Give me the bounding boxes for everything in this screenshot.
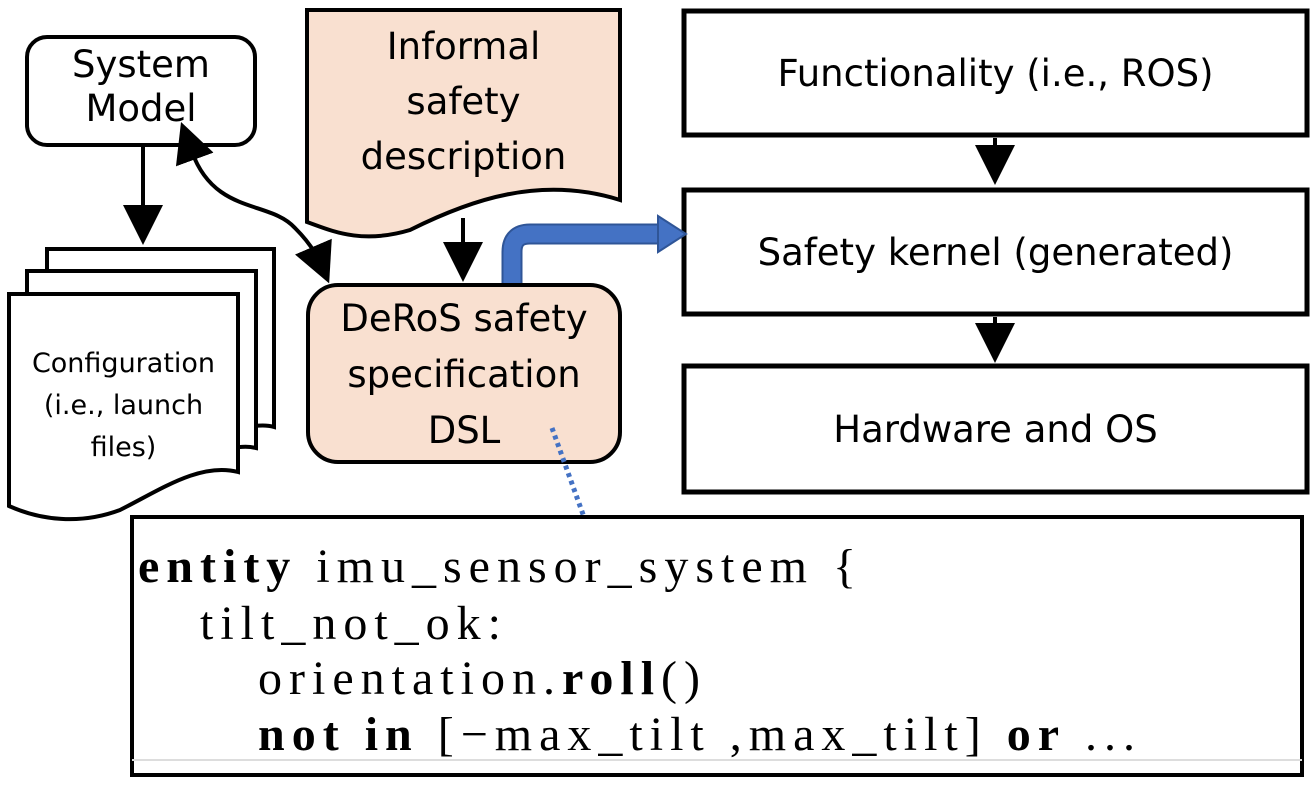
code-line-4-space <box>346 708 365 761</box>
keyword-in: in <box>364 708 419 761</box>
code-line-4-mid: [−max_tilt ,max_tilt] <box>418 708 1007 761</box>
code-line-4: not in [−max_tilt ,max_tilt] or ... <box>258 711 1142 759</box>
code-line-3-b: () <box>661 652 708 705</box>
code-line-2: tilt_not_ok: <box>200 600 508 648</box>
generate-arrow <box>501 214 688 283</box>
code-line-3: orientation.roll() <box>258 655 707 703</box>
configuration-line1: Configuration <box>31 348 216 379</box>
configuration-line2: (i.e., launch <box>43 390 204 421</box>
deros-label: DeRoS safety specification DSL <box>308 291 620 459</box>
deros-line2: specification <box>347 353 581 396</box>
keyword-entity: entity <box>138 540 298 593</box>
configuration-line3: files) <box>90 432 157 463</box>
configuration-stack <box>7 247 276 522</box>
deros-box <box>306 283 622 464</box>
arrow-model-deros-bidirectional <box>175 121 332 284</box>
code-line-4-end: ... <box>1066 708 1143 761</box>
code-line-3-a: orientation. <box>258 652 562 705</box>
code-box <box>130 515 1304 777</box>
system-model-line2: Model <box>85 87 197 131</box>
informal-label: Informal safety description <box>307 19 620 184</box>
informal-line2: safety <box>406 80 521 123</box>
informal-description-shape <box>305 8 622 239</box>
code-line-2-text: tilt_not_ok: <box>200 597 509 650</box>
safety-kernel-label: Safety kernel (generated) <box>757 231 1234 274</box>
informal-line3: description <box>360 135 567 178</box>
safety-kernel-box <box>681 187 1310 317</box>
functionality-box <box>681 8 1310 138</box>
configuration-label: Configuration (i.e., launch files) <box>9 343 238 469</box>
deros-line3: DSL <box>427 409 501 452</box>
system-model-label: System Model <box>27 43 255 132</box>
code-line-1: entity imu_sensor_system { <box>138 543 863 591</box>
keyword-not: not <box>258 708 346 761</box>
hardware-box <box>681 363 1310 495</box>
system-model-line1: System <box>72 43 210 86</box>
hardware-label: Hardware and OS <box>833 408 1158 451</box>
informal-line1: Informal <box>386 25 541 68</box>
deros-line1: DeRoS safety <box>340 297 588 340</box>
keyword-roll: roll <box>561 652 662 705</box>
code-line-1-text: imu_sensor_system { <box>297 540 864 593</box>
keyword-or: or <box>1006 708 1067 761</box>
functionality-label: Functionality (i.e., ROS) <box>777 52 1214 95</box>
